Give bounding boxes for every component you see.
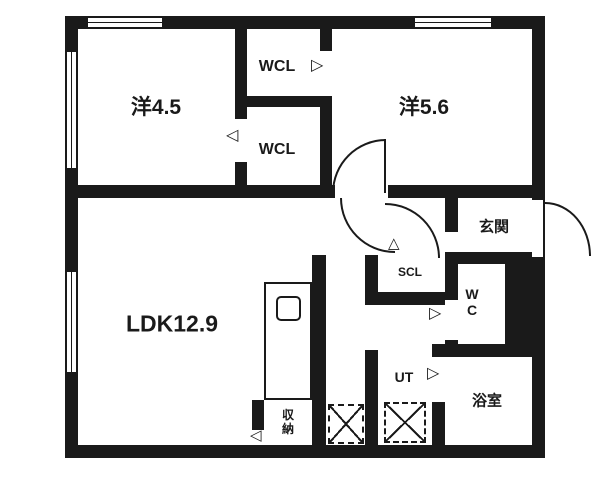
fridge-space-hatch <box>328 404 364 444</box>
wall-wc-left-upper <box>445 264 458 300</box>
wall-outer-bottom <box>65 445 545 458</box>
room-label-toilet: WC <box>465 285 479 318</box>
washer-space-hatch <box>384 402 426 443</box>
window-bedroomA-top <box>88 16 162 29</box>
entrance-door-arc <box>545 202 591 256</box>
window-bedroomA-left <box>65 52 78 168</box>
bath-door-icon: ▷ <box>427 365 440 382</box>
wall-separator-left <box>65 185 335 198</box>
wall-scl-bottom <box>378 292 445 305</box>
wall-storage-left <box>252 400 264 430</box>
room-label-wcl-upper: WCL <box>258 58 296 75</box>
wall-wc-bottom <box>432 344 505 357</box>
wall-kitchen-back <box>312 255 326 400</box>
kitchen-stove-icon <box>276 296 301 321</box>
wall-ut-bath <box>432 402 445 445</box>
wall-storage-right <box>312 400 326 445</box>
room-label-entrance: 玄関 <box>478 218 510 236</box>
room-label-storage: 収納 <box>281 408 294 436</box>
window-ldk-left <box>65 272 78 372</box>
room-label-ldk: LDK12.9 <box>125 310 219 337</box>
window-bedroomB-top <box>415 16 491 29</box>
bedroomB-door-arc <box>332 139 386 193</box>
wcl-upper-door-icon: ▷ <box>311 57 324 74</box>
hall-door-icon: △ <box>388 235 400 252</box>
wc-door-icon: ▷ <box>429 305 442 322</box>
wcl-lower-door-icon: ◁ <box>226 127 239 144</box>
room-label-shoe-closet: SCL <box>398 265 422 279</box>
room-label-utility: UT <box>394 369 414 385</box>
wall-wcl-divider <box>235 96 332 107</box>
room-label-bedroom-a: 洋4.5 <box>130 96 182 119</box>
room-label-wcl-lower: WCL <box>258 141 296 158</box>
wall-entrance-stub <box>445 198 458 232</box>
wall-ldk-right-upper <box>365 255 378 305</box>
bedroomB-door-leaf <box>384 139 386 193</box>
wall-wcl-bedroomB-upper <box>320 29 332 51</box>
entrance-door-leaf <box>543 200 545 257</box>
wall-wcl-bedroomB-lower <box>320 96 332 198</box>
wall-separator-right <box>388 185 545 198</box>
storage-door-icon: ◁ <box>250 427 262 444</box>
wall-ldk-right-lower <box>365 350 378 458</box>
room-label-bedroom-b: 洋5.6 <box>398 96 450 119</box>
wall-wc-right-block <box>505 252 532 357</box>
entrance-door-opening <box>532 200 545 257</box>
room-label-bath: 浴室 <box>471 392 503 410</box>
